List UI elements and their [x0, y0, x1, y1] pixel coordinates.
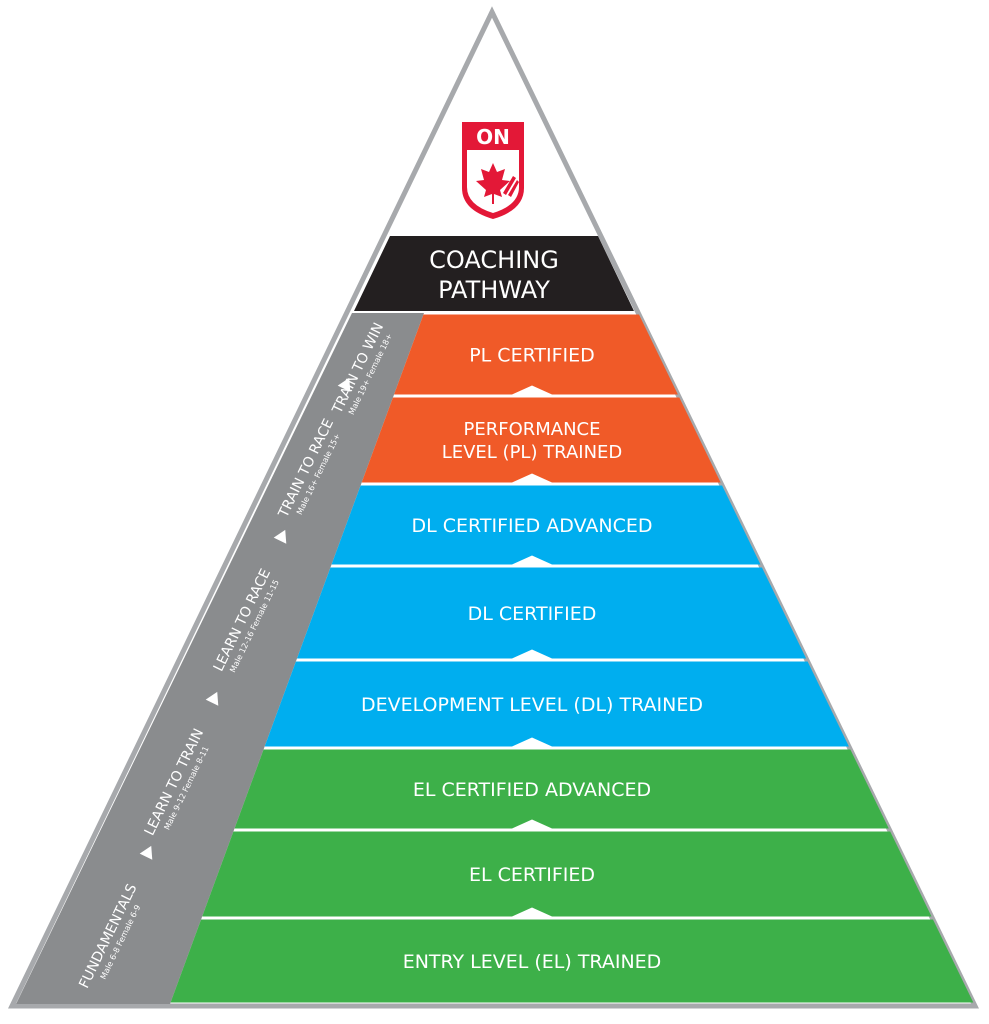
- tier-label: DL CERTIFIED ADVANCED: [412, 515, 653, 537]
- tier-arrow-icon: [512, 649, 552, 659]
- stage-arrow-icon: [337, 377, 351, 392]
- tier-pl-certified: [394, 314, 678, 395]
- tier-label: PERFORMANCE: [463, 419, 600, 440]
- tier-label: LEVEL (PL) TRAINED: [442, 442, 623, 463]
- stage-arrow-icon: [139, 845, 153, 860]
- tier-dl-certified: [297, 567, 807, 659]
- logo: ON: [462, 122, 524, 219]
- tier-el-certified: [202, 831, 932, 917]
- tier-arrow-icon: [512, 819, 552, 829]
- tier-entry-level-el-trained: [170, 919, 974, 1003]
- header-title-line1: COACHING: [429, 246, 559, 274]
- tier-label: ENTRY LEVEL (EL) TRAINED: [403, 951, 662, 973]
- tier-arrow-icon: [512, 907, 552, 917]
- logo-text: ON: [476, 125, 510, 149]
- header-title-line2: PATHWAY: [438, 276, 550, 304]
- tier-el-certified-advanced: [234, 749, 889, 829]
- tier-label: EL CERTIFIED: [469, 864, 595, 886]
- tier-development-level-dl-trained: [264, 661, 849, 747]
- tier-arrow-icon: [512, 555, 552, 565]
- tier-label: DL CERTIFIED: [468, 603, 597, 625]
- stage-arrow-icon: [273, 529, 287, 544]
- tier-arrow-icon: [512, 737, 552, 747]
- tier-arrow-icon: [512, 385, 552, 395]
- tier-dl-certified-advanced: [331, 485, 761, 565]
- tier-arrow-icon: [512, 473, 552, 483]
- header-band: [354, 236, 634, 311]
- tier-label: EL CERTIFIED ADVANCED: [413, 779, 651, 801]
- tier-performance: [361, 397, 721, 483]
- stage-arrow-icon: [205, 691, 219, 706]
- tier-label: DEVELOPMENT LEVEL (DL) TRAINED: [361, 694, 703, 716]
- tier-label: PL CERTIFIED: [469, 345, 595, 367]
- stage-band: [16, 313, 424, 1004]
